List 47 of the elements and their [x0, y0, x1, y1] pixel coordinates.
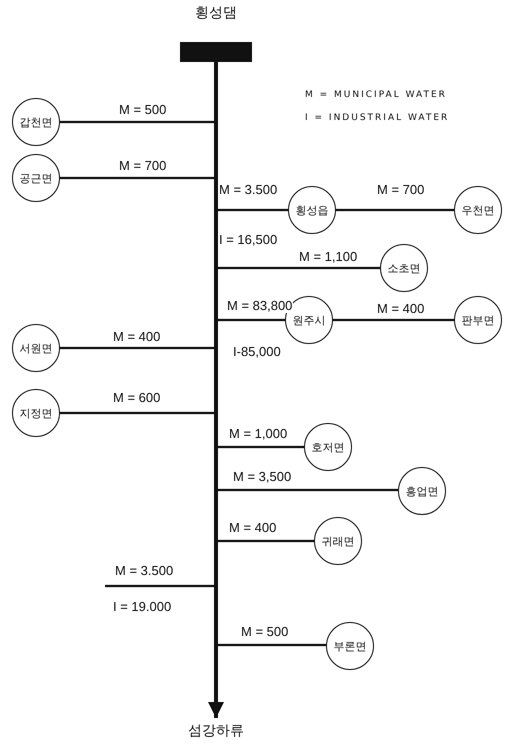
town-circle: 귀래면	[314, 517, 362, 565]
edge-label: M = 400	[228, 521, 278, 535]
edge-label: M = 3.500	[218, 183, 278, 197]
dam-name: 횡성댐	[194, 4, 238, 22]
edge-label: M = 400	[376, 302, 426, 316]
town-circle: 우천면	[454, 186, 502, 234]
branch-line	[336, 208, 454, 212]
edge-label: M = 700	[118, 159, 168, 173]
branch-line	[218, 318, 285, 322]
branch-line	[218, 446, 304, 448]
branch-line	[218, 208, 288, 212]
branch-line	[60, 412, 214, 414]
town-circle: 갑천면	[12, 98, 60, 146]
river-arrow	[208, 62, 224, 718]
edge-label: M = 500	[118, 103, 168, 117]
edge-label: M = 500	[240, 625, 290, 639]
edge-label: M = 700	[376, 183, 426, 197]
river-label: 섬강하류	[176, 722, 256, 740]
town-circle: 공근면	[12, 154, 60, 202]
edge-label: M = 600	[112, 391, 162, 405]
edge-label: M = 3,500	[232, 470, 292, 484]
edge-label: M = 1,100	[298, 250, 358, 264]
flow-label: I-85,000	[232, 345, 282, 359]
town-circle: 부론면	[326, 622, 374, 670]
branch-line	[218, 266, 380, 270]
town-circle: 흥업면	[398, 467, 446, 515]
town-circle: 서원면	[12, 324, 60, 372]
edge-label: M = 400	[112, 330, 162, 344]
flow-label: M = 3.500	[114, 564, 174, 578]
branch-line	[60, 176, 214, 180]
town-circle: 판부면	[454, 296, 502, 344]
town-circle: 호저면	[304, 423, 352, 471]
town-circle: 소초면	[380, 244, 428, 292]
branch-line	[218, 644, 326, 646]
branch-line	[60, 346, 214, 350]
edge-label: M = 83,800	[226, 299, 294, 313]
branch-line	[333, 318, 454, 322]
town-circle: 횡성읍	[288, 186, 336, 234]
town-circle: 지정면	[12, 389, 60, 437]
flow-label: I = 19.000	[112, 600, 172, 614]
flow-label: I = 16,500	[218, 233, 278, 247]
legend-text: M = MUNICIPAL WATER	[305, 90, 447, 100]
edge-label: M = 1,000	[228, 427, 288, 441]
branch-line	[218, 488, 398, 492]
branch-line	[60, 120, 214, 124]
branch-line	[218, 540, 314, 542]
legend-text: I = INDUSTRIAL WATER	[305, 113, 450, 123]
